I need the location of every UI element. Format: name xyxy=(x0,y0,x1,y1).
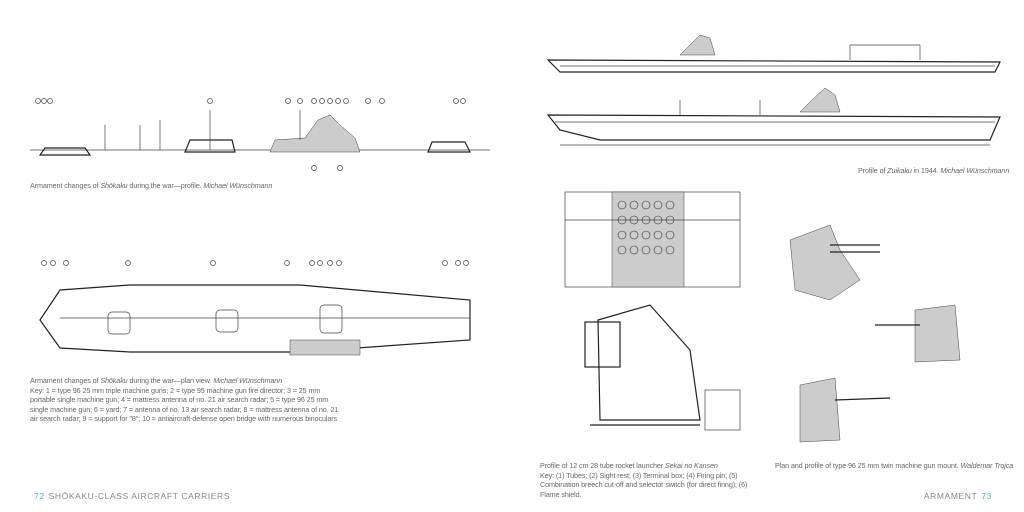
page-number-right: 73 xyxy=(981,491,992,501)
shokaku-plan-drawing xyxy=(39,260,471,356)
shokaku-profile-drawing xyxy=(30,98,490,171)
ship-name: Zuikaku xyxy=(887,166,912,175)
running-head-left: SHŌKAKU-CLASS AIRCRAFT CARRIERS xyxy=(48,491,231,501)
source-credit: Sekai no Kansen xyxy=(664,461,718,470)
zuikaku-profile-drawing xyxy=(546,34,1001,146)
caption-text: Profile of 12 cm 28 tube rocket launcher xyxy=(540,461,665,470)
illustrator-credit: Michael Wünschmann xyxy=(940,166,1010,175)
running-head-right: ARMAMENT xyxy=(923,491,978,501)
caption-text: in 1944. xyxy=(911,166,941,175)
illustrator-credit: Waldemar Trojca xyxy=(960,461,1014,470)
plan-key: Key: 1 = type 96 25 mm triple machine gu… xyxy=(30,385,339,424)
zuikaku-caption: Profile of Zuikaku in 1944. Michael Wüns… xyxy=(858,166,1009,176)
page-number-left: 72 xyxy=(34,491,45,501)
caption-text: during the war—plan view. xyxy=(127,376,214,385)
ship-name: Shōkaku xyxy=(100,181,128,190)
caption-text: Profile of xyxy=(858,166,888,175)
illustrator-credit: Michael Wünschmann xyxy=(203,181,273,190)
illustrator-credit: Michael Wünschmann xyxy=(213,376,283,385)
caption-text: during the war—profile. xyxy=(127,181,204,190)
gun-caption: Plan and profile of type 96 25 mm twin m… xyxy=(775,461,1013,471)
plan-caption: Armament changes of Shōkaku during the w… xyxy=(30,376,340,424)
caption-text: Armament changes of xyxy=(30,376,101,385)
ship-name: Shōkaku xyxy=(100,376,128,385)
gun-mount-drawing xyxy=(789,224,961,443)
caption-text: Plan and profile of type 96 25 mm twin m… xyxy=(775,461,961,470)
rocket-key: Key: (1) Tubes; (2) Sight rest; (3) Term… xyxy=(540,470,748,499)
rocket-caption: Profile of 12 cm 28 tube rocket launcher… xyxy=(540,461,765,499)
caption-text: Armament changes of xyxy=(30,181,101,190)
profile-caption: Armament changes of Shōkaku during the w… xyxy=(30,181,272,191)
rocket-launcher-drawing xyxy=(564,191,741,431)
